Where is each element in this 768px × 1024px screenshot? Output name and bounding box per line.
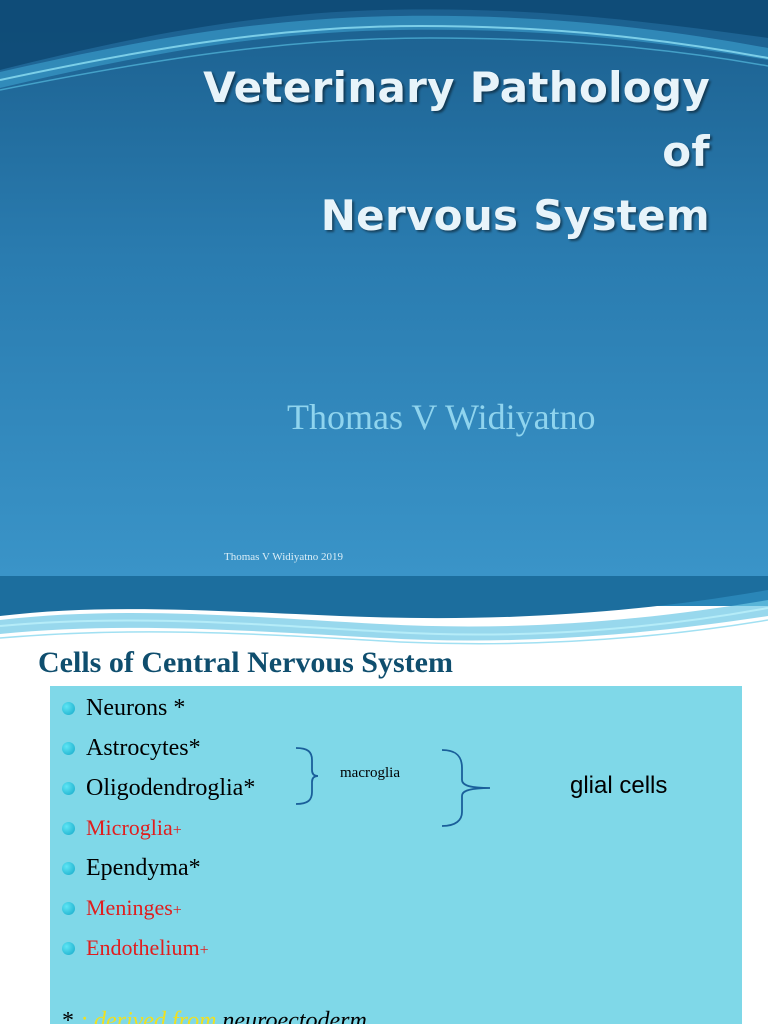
content-slide: Cells of Central Nervous System Neurons … (0, 576, 768, 1024)
list-item: Ependyma* (60, 848, 255, 888)
macroglia-label: macroglia (340, 765, 400, 781)
list-item-mark: * (188, 735, 201, 761)
title-line-1: Veterinary Pathology (203, 63, 710, 112)
content-box (50, 686, 742, 1024)
glial-cells-label: glial cells (570, 772, 668, 799)
list-item: Microglia+ (60, 808, 255, 848)
title-line-3: Nervous System (320, 191, 710, 240)
list-item-mark: + (172, 822, 182, 839)
author-name: Thomas V Widiyatno (287, 397, 596, 437)
list-item-mark: * (167, 695, 186, 721)
slide-title: Cells of Central Nervous System (38, 646, 453, 679)
bullet-icon (62, 902, 75, 915)
bullet-icon (62, 702, 75, 715)
list-item-label: Meninges (86, 895, 173, 920)
decorative-waves (0, 576, 768, 645)
cell-list: Neurons * Astrocytes* Oligodendroglia* M… (60, 688, 255, 968)
list-item-mark: + (172, 902, 182, 919)
footnote: * : derived from neuroectoderm (62, 1008, 367, 1024)
list-item-label: Neurons (86, 695, 168, 721)
footnote-derived: : derived from (80, 1008, 223, 1024)
list-item-label: Ependyma (86, 855, 189, 881)
title-slide: Veterinary Pathology of Nervous System T… (0, 0, 768, 576)
presentation-title: Veterinary Pathology of Nervous System (203, 56, 710, 248)
list-item-mark: * (243, 775, 256, 801)
list-item-label: Oligodendroglia (86, 775, 244, 801)
list-item: Endothelium+ (60, 928, 255, 968)
bullet-icon (62, 742, 75, 755)
list-item-mark: + (199, 942, 209, 959)
slide-footer: Thomas V Widiyatno 2019 (224, 551, 344, 563)
list-item-label: Astrocytes (86, 735, 189, 761)
bullet-icon (62, 782, 75, 795)
list-item: Neurons * (60, 688, 255, 728)
bullet-icon (62, 942, 75, 955)
title-line-2: of (662, 127, 710, 176)
list-item-label: Endothelium (86, 935, 200, 960)
bullet-icon (62, 822, 75, 835)
list-item: Oligodendroglia* (60, 768, 255, 808)
list-item: Astrocytes* (60, 728, 255, 768)
footnote-origin: neuroectoderm (222, 1008, 367, 1024)
footnote-star: * (62, 1008, 80, 1024)
list-item: Meninges+ (60, 888, 255, 928)
decorative-waves (0, 0, 768, 91)
list-item-label: Microglia (86, 815, 173, 840)
bullet-icon (62, 862, 75, 875)
list-item-mark: * (188, 855, 201, 881)
